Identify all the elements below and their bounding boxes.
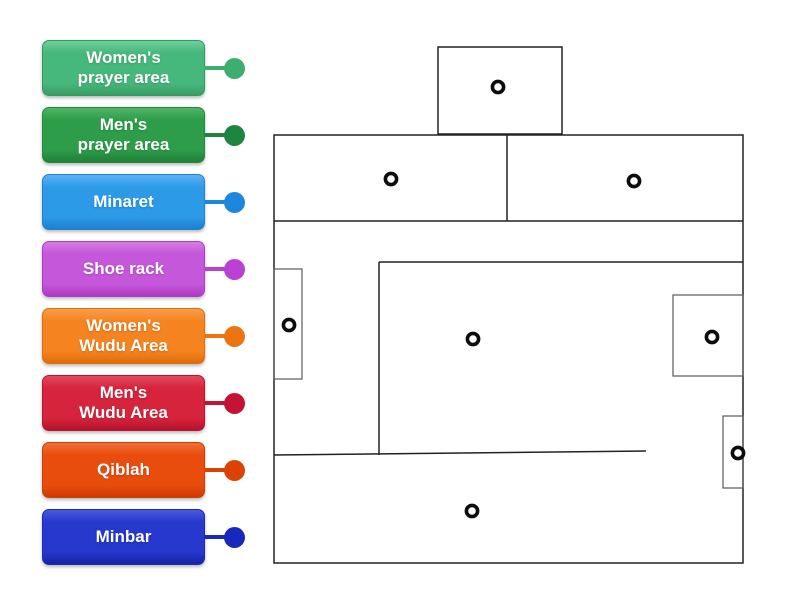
room-right-box	[672, 294, 744, 377]
label-pin-stem	[204, 468, 228, 472]
label-minaret[interactable]: Minaret	[42, 174, 245, 230]
label-minbar[interactable]: Minbar	[42, 509, 245, 565]
label-text: Qiblah	[97, 460, 150, 479]
label-pin-dot	[224, 392, 245, 414]
room-minaret-box	[437, 46, 563, 135]
label-pin-dot	[224, 57, 245, 79]
wall-inner-bottom	[273, 450, 647, 456]
label-text: Minbar	[95, 527, 152, 546]
label-shoe-rack[interactable]: Shoe rack	[42, 241, 245, 297]
diagram-target-1[interactable]	[490, 79, 506, 95]
diagram-target-5[interactable]	[465, 331, 481, 347]
label-text: Shoe rack	[82, 259, 165, 278]
label-pin-stem	[204, 267, 228, 271]
diagram-target-2[interactable]	[383, 171, 399, 187]
diagram-target-8[interactable]	[464, 503, 480, 519]
label-pin-stem	[204, 401, 228, 405]
label-pin-stem	[204, 133, 228, 137]
label-pin-dot	[224, 258, 245, 280]
label-pin-dot	[224, 459, 245, 481]
label-pin-stem	[204, 334, 228, 338]
diagram-target-4[interactable]	[281, 317, 297, 333]
label-pin-stem	[204, 200, 228, 204]
label-pin-dot	[224, 526, 245, 548]
label-pin-dot	[224, 124, 245, 146]
diagram-target-7[interactable]	[730, 445, 746, 461]
label-pin-stem	[204, 535, 228, 539]
label-pin-dot	[224, 325, 245, 347]
label-qiblah[interactable]: Qiblah	[42, 442, 245, 498]
label-pin-dot	[224, 191, 245, 213]
room-left-rack-box	[273, 268, 303, 380]
label-pin-stem	[204, 66, 228, 70]
diagram-target-3[interactable]	[626, 173, 642, 189]
label-text: Minaret	[93, 192, 154, 211]
diagram-target-6[interactable]	[704, 329, 720, 345]
